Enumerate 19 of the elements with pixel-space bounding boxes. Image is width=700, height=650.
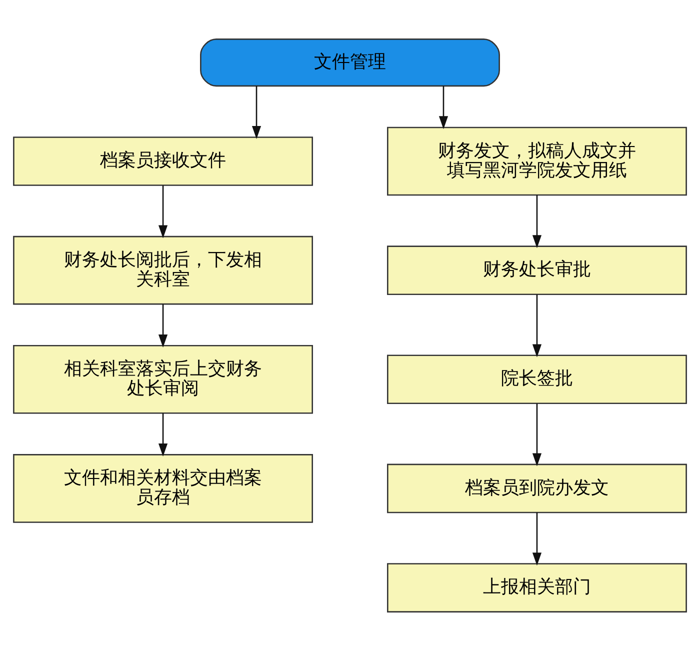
node-box: 财务发文，拟稿人成文并填写黑河学院发文用纸 [387, 126, 687, 196]
node-box: 财务处长审批 [387, 245, 687, 294]
arrow [532, 194, 542, 248]
arrow [158, 412, 168, 456]
node-box: 财务处长阅批后，下发相关科室 [13, 235, 313, 304]
arrow [532, 512, 542, 566]
node-box: 档案员到院办发文 [387, 463, 687, 513]
node-box: 档案员接收文件 [13, 136, 313, 186]
node-box: 文件管理 [200, 38, 500, 86]
node-box: 相关科室落实后上交财务处长审阅 [13, 344, 313, 414]
node-box: 上报相关部门 [387, 562, 687, 612]
arrow [532, 403, 542, 466]
arrow [252, 85, 262, 138]
node-box: 院长签批 [387, 354, 687, 404]
arrow [438, 85, 448, 129]
arrow [158, 304, 168, 347]
node-box: 文件和相关材料交由档案员存档 [13, 454, 313, 522]
arrow [532, 294, 542, 357]
arrow [158, 184, 168, 238]
